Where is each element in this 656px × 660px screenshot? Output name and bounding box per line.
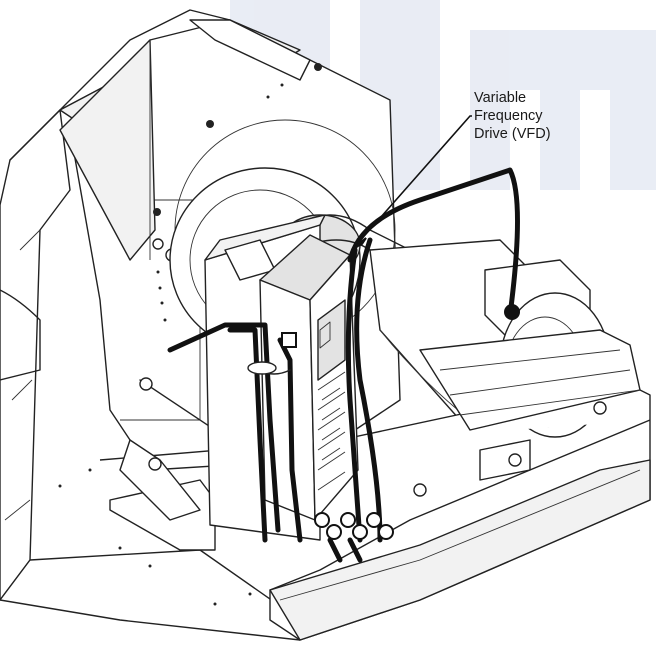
callout-leader <box>353 115 472 249</box>
callout-line-1: Variable <box>474 90 527 106</box>
vfd-callout-label: Variable Frequency Drive (VFD) <box>474 89 551 143</box>
vfd-unit <box>259 234 359 521</box>
vfd-cables <box>167 167 520 563</box>
base-frame <box>58 329 651 641</box>
callout-line-2: Frequency <box>474 108 543 124</box>
callout-line-3: Drive (VFD) <box>474 126 551 142</box>
